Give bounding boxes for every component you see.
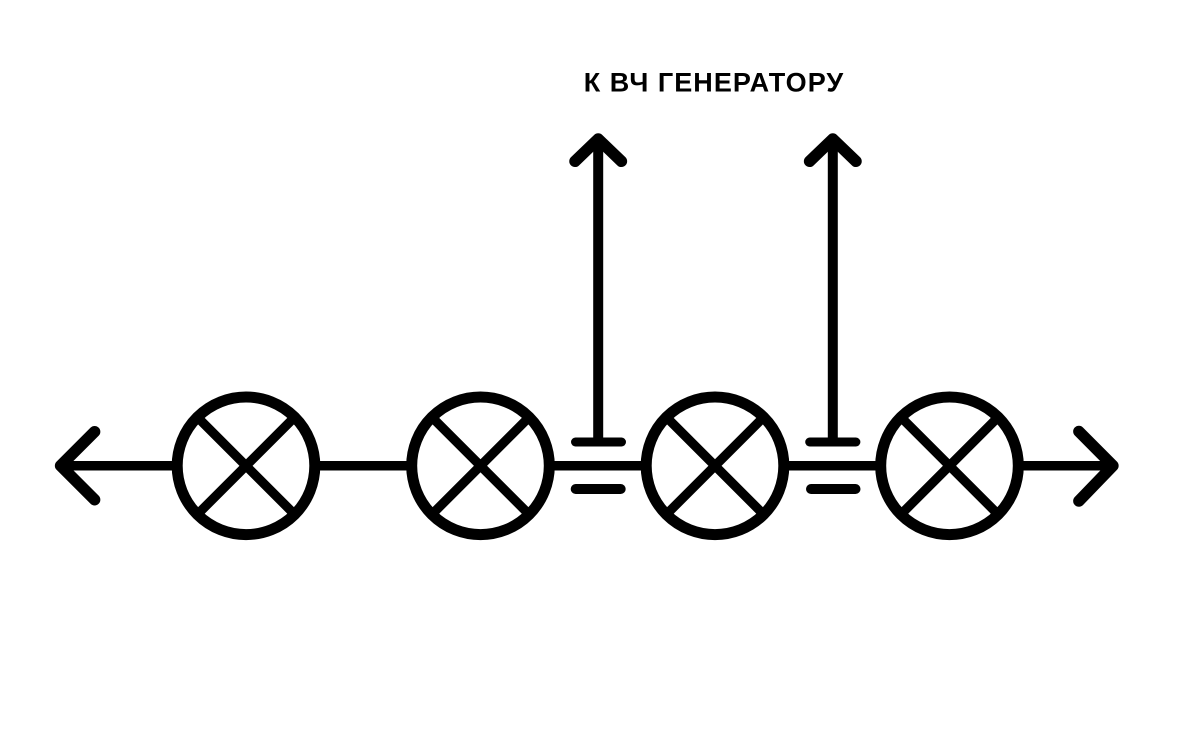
svg-text:К ВЧ ГЕНЕРАТОРУ: К ВЧ ГЕНЕРАТОРУ xyxy=(584,68,845,98)
